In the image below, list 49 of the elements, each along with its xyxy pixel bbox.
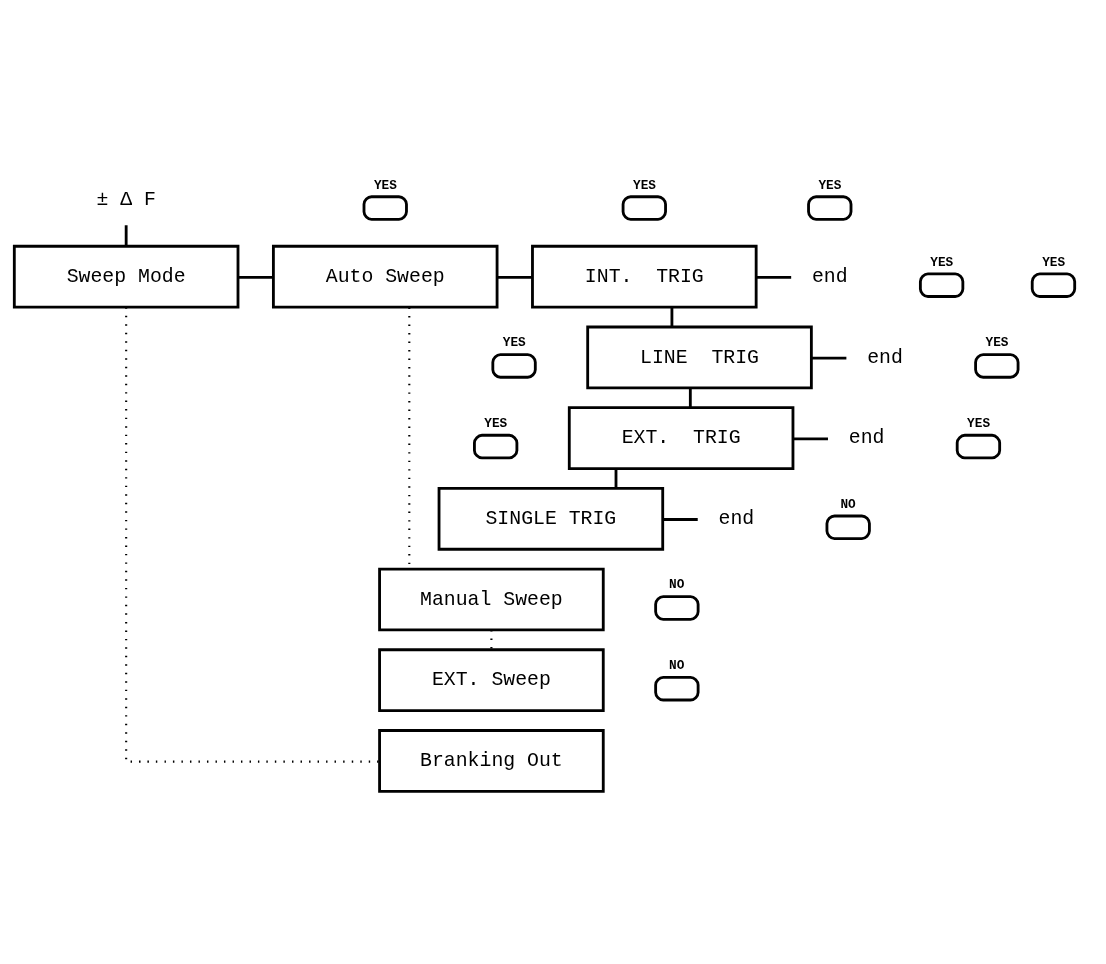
node-label: NO xyxy=(669,658,685,674)
node-box xyxy=(621,195,667,221)
node-box: Branking Out xyxy=(378,729,605,793)
connector xyxy=(124,225,128,247)
node-text: end xyxy=(718,507,755,531)
node-label: YES xyxy=(818,177,842,193)
node-box xyxy=(807,195,853,221)
node-label: NO xyxy=(840,496,856,512)
node-label: YES xyxy=(1042,254,1066,270)
node-label: YES xyxy=(985,335,1009,351)
node-label: YES xyxy=(502,335,526,351)
node-text: end xyxy=(848,426,885,450)
node-box xyxy=(1030,272,1077,298)
node-box: Sweep Mode xyxy=(12,244,240,309)
node-box xyxy=(654,675,700,702)
node-box: Manual Sweep xyxy=(378,567,605,632)
node-text: end xyxy=(811,264,848,288)
node-box xyxy=(918,272,965,298)
connector xyxy=(238,276,274,279)
connector xyxy=(793,437,828,441)
node-box: SINGLE TRIG xyxy=(437,486,665,551)
node-label: YES xyxy=(967,416,991,432)
node-box: INT. TRIG xyxy=(531,244,758,309)
node-box xyxy=(955,433,1002,460)
connector xyxy=(670,307,674,327)
node-box xyxy=(974,353,1020,379)
node-label: YES xyxy=(632,177,656,193)
node-box xyxy=(654,595,700,621)
node-box xyxy=(825,514,871,541)
node-box: EXT. Sweep xyxy=(378,648,605,713)
node-label: YES xyxy=(484,416,508,432)
node-box xyxy=(362,195,408,221)
connector xyxy=(756,276,792,279)
node-box xyxy=(491,353,537,379)
node-text: ± Δ F xyxy=(96,187,156,211)
node-box: Auto Sweep xyxy=(271,244,499,309)
node-label: NO xyxy=(669,577,685,593)
node-box xyxy=(473,433,519,460)
connector xyxy=(497,276,533,279)
connector xyxy=(125,307,380,763)
node-label: YES xyxy=(373,177,397,193)
node-label: YES xyxy=(930,254,954,270)
node-box: LINE TRIG xyxy=(586,325,813,390)
connector xyxy=(811,356,847,360)
node-box: EXT. TRIG xyxy=(567,406,795,470)
node-text: end xyxy=(867,345,903,369)
connector xyxy=(688,387,692,408)
connector xyxy=(614,468,618,489)
connector xyxy=(663,518,698,521)
